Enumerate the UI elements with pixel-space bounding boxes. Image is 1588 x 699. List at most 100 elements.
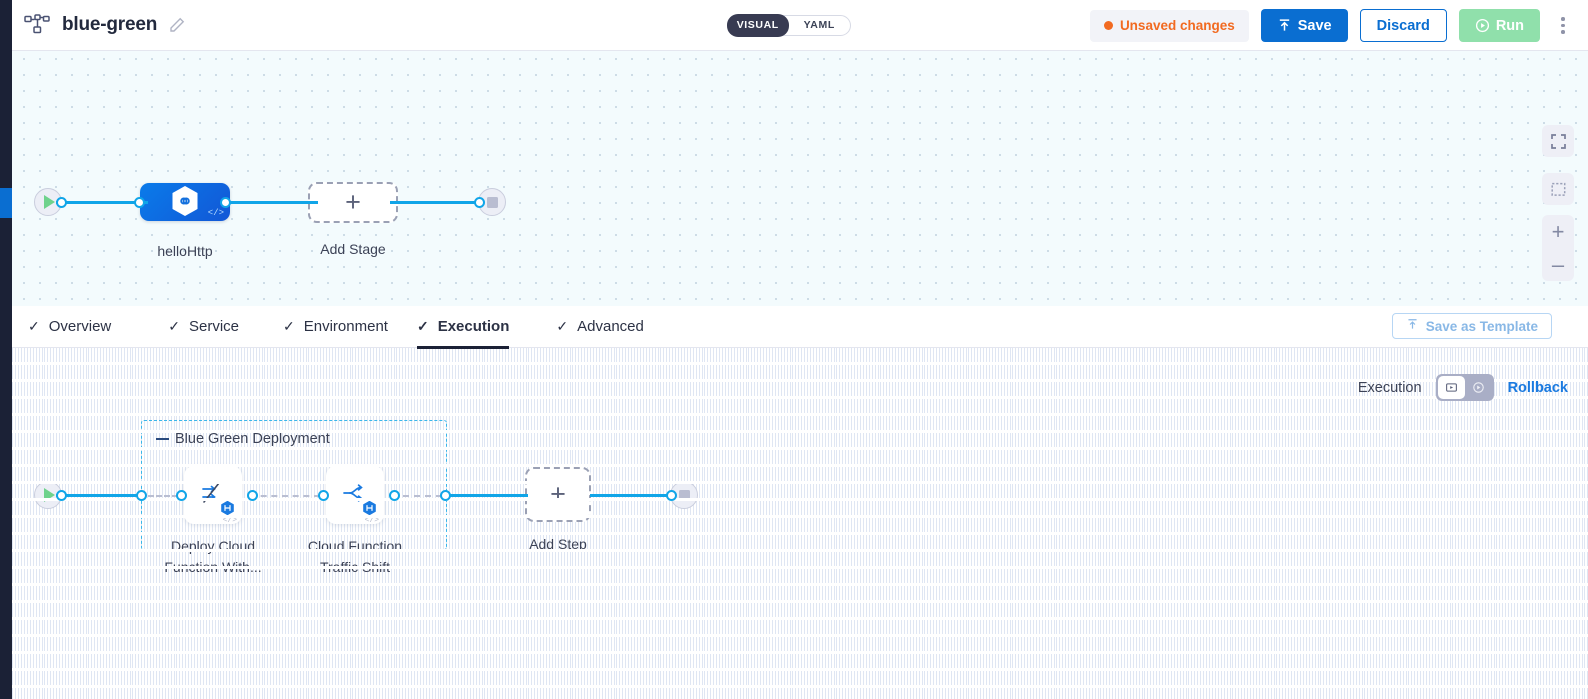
edge-addstage-to-end [390, 201, 482, 204]
unsaved-dot-icon [1103, 21, 1113, 30]
zoom-controls[interactable]: + – [1542, 215, 1574, 281]
discard-button[interactable]: Discard [1359, 9, 1447, 42]
step-label-line2: Traffic Shift [319, 559, 391, 575]
kebab-menu-icon[interactable] [1552, 11, 1574, 41]
discard-button-label: Discard [1376, 17, 1430, 34]
save-as-template-button[interactable]: Save as Template [1391, 313, 1552, 339]
deploy-cloud-function-icon [198, 478, 228, 513]
step-node-deploy-cloud-function[interactable]: </> [184, 466, 242, 525]
step-label-line2: Function With... [164, 559, 262, 575]
tab-execution[interactable]: ✓ Execution [416, 306, 510, 349]
run-button[interactable]: Run [1458, 9, 1540, 42]
edge-hellohttp-to-addstage [226, 201, 318, 204]
zoom-out-button[interactable]: – [1551, 251, 1565, 277]
edge-start-to-hellohttp [56, 201, 148, 204]
pipeline-stage-canvas[interactable]: </> helloHttp + Add Stage + – [0, 51, 1588, 306]
tab-overview-label: Overview [48, 318, 112, 335]
header-left-group: blue-green [24, 14, 185, 36]
edge-start-to-group [56, 494, 144, 497]
step-label-cloud-function-traffic-shift: Cloud Function Traffic Shift [292, 536, 418, 578]
step-label-line1: Cloud Function [307, 538, 403, 554]
tab-service[interactable]: ✓ Service [168, 306, 239, 348]
play-triangle-icon [44, 488, 55, 502]
cloud-function-hex-icon [168, 183, 202, 221]
stop-square-icon [678, 489, 690, 501]
port-exec-start-out[interactable] [56, 490, 67, 501]
harness-step-badge [361, 500, 378, 517]
tab-advanced-label: Advanced [577, 318, 644, 335]
check-icon: ✓ [283, 318, 295, 334]
upload-icon [1277, 18, 1292, 33]
port-step2-out[interactable] [389, 490, 400, 501]
tab-service-label: Service [188, 318, 240, 335]
expand-icon[interactable] [1542, 125, 1574, 157]
stop-square-icon [486, 196, 498, 208]
add-stage-button[interactable]: + [308, 182, 398, 223]
execution-step-canvas[interactable]: Execution Rollback [0, 348, 1588, 699]
left-nav-rail[interactable] [0, 0, 12, 699]
tab-advanced[interactable]: ✓ Advanced [556, 306, 643, 348]
add-step-label: Add Step [529, 536, 587, 552]
segment-execution[interactable] [1437, 376, 1465, 399]
step-label-deploy-cloud-function: Deploy Cloud Function With... [150, 536, 276, 578]
header-actions: Unsaved changes Save Discard [1089, 9, 1574, 42]
add-step-button[interactable]: + [525, 467, 591, 522]
play-circle-icon [1475, 18, 1490, 33]
port-step2-in[interactable] [318, 490, 329, 501]
port-group-out[interactable] [440, 490, 451, 501]
zoom-in-button[interactable]: + [1551, 218, 1565, 244]
step-group-title: Blue Green Deployment [156, 431, 330, 447]
check-icon: ✓ [28, 318, 40, 334]
edge-step1-to-step2 [250, 495, 320, 497]
check-icon: ✓ [556, 318, 569, 334]
page-title: blue-green [62, 14, 158, 35]
step-node-cloud-function-traffic-shift[interactable]: </> [326, 466, 384, 525]
status-badge-unsaved-changes: Unsaved changes [1089, 9, 1249, 42]
tab-overview[interactable]: ✓ Overview [28, 306, 111, 348]
port-step1-out[interactable] [247, 490, 258, 501]
tab-environment[interactable]: ✓ Environment [283, 306, 388, 348]
run-button-label: Run [1495, 17, 1524, 34]
plus-icon: + [550, 479, 566, 509]
edge-addstep-to-end [590, 494, 672, 497]
port-start-out[interactable] [56, 197, 67, 208]
stage-config-tabs: ✓ Overview ✓ Service ✓ Environment ✓ Exe… [0, 306, 1588, 349]
step-label-line1: Deploy Cloud [170, 538, 256, 554]
collapse-dash-icon[interactable] [156, 437, 169, 441]
traffic-shift-icon [340, 478, 370, 513]
pencil-icon[interactable] [169, 17, 185, 33]
step-group-blue-green-deployment[interactable]: Blue Green Deployment [141, 420, 447, 550]
left-nav-rail-active-indicator [0, 188, 12, 218]
port-exec-end-in[interactable] [666, 490, 677, 501]
port-hellohttp-in[interactable] [134, 197, 145, 208]
stage-label-hellohttp: helloHttp [157, 243, 213, 259]
plus-icon: + [345, 187, 361, 217]
execution-rollback-segmented-control[interactable] [1435, 374, 1494, 401]
segment-rollback[interactable] [1465, 376, 1492, 399]
save-as-template-label: Save as Template [1425, 318, 1538, 334]
toggle-yaml[interactable]: YAML [803, 19, 835, 31]
play-triangle-icon [44, 195, 55, 209]
edge-step2-to-group-out [392, 495, 442, 497]
stage-node-hellohttp[interactable]: </> [140, 183, 230, 221]
port-step1-in[interactable] [176, 490, 187, 501]
port-end-in[interactable] [474, 197, 485, 208]
add-stage-label: Add Stage [320, 241, 386, 257]
rollback-link[interactable]: Rollback [1507, 379, 1568, 396]
template-upload-icon [1406, 318, 1419, 334]
port-group-in[interactable] [136, 490, 147, 501]
unsaved-changes-label: Unsaved changes [1119, 18, 1235, 33]
step-group-title-label: Blue Green Deployment [175, 431, 330, 447]
code-config-icon: </> [364, 516, 379, 525]
harness-step-badge [219, 500, 236, 517]
tab-execution-label: Execution [437, 318, 510, 335]
fit-to-screen-icon[interactable] [1542, 173, 1574, 205]
port-hellohttp-out[interactable] [220, 197, 231, 208]
save-button-label: Save [1297, 17, 1332, 34]
toggle-visual[interactable]: VISUAL [727, 13, 789, 37]
save-button[interactable]: Save [1260, 9, 1348, 42]
execution-toolbar-label: Execution [1357, 379, 1422, 396]
visual-yaml-toggle[interactable]: VISUAL YAML [727, 13, 851, 37]
check-icon: ✓ [168, 318, 180, 334]
